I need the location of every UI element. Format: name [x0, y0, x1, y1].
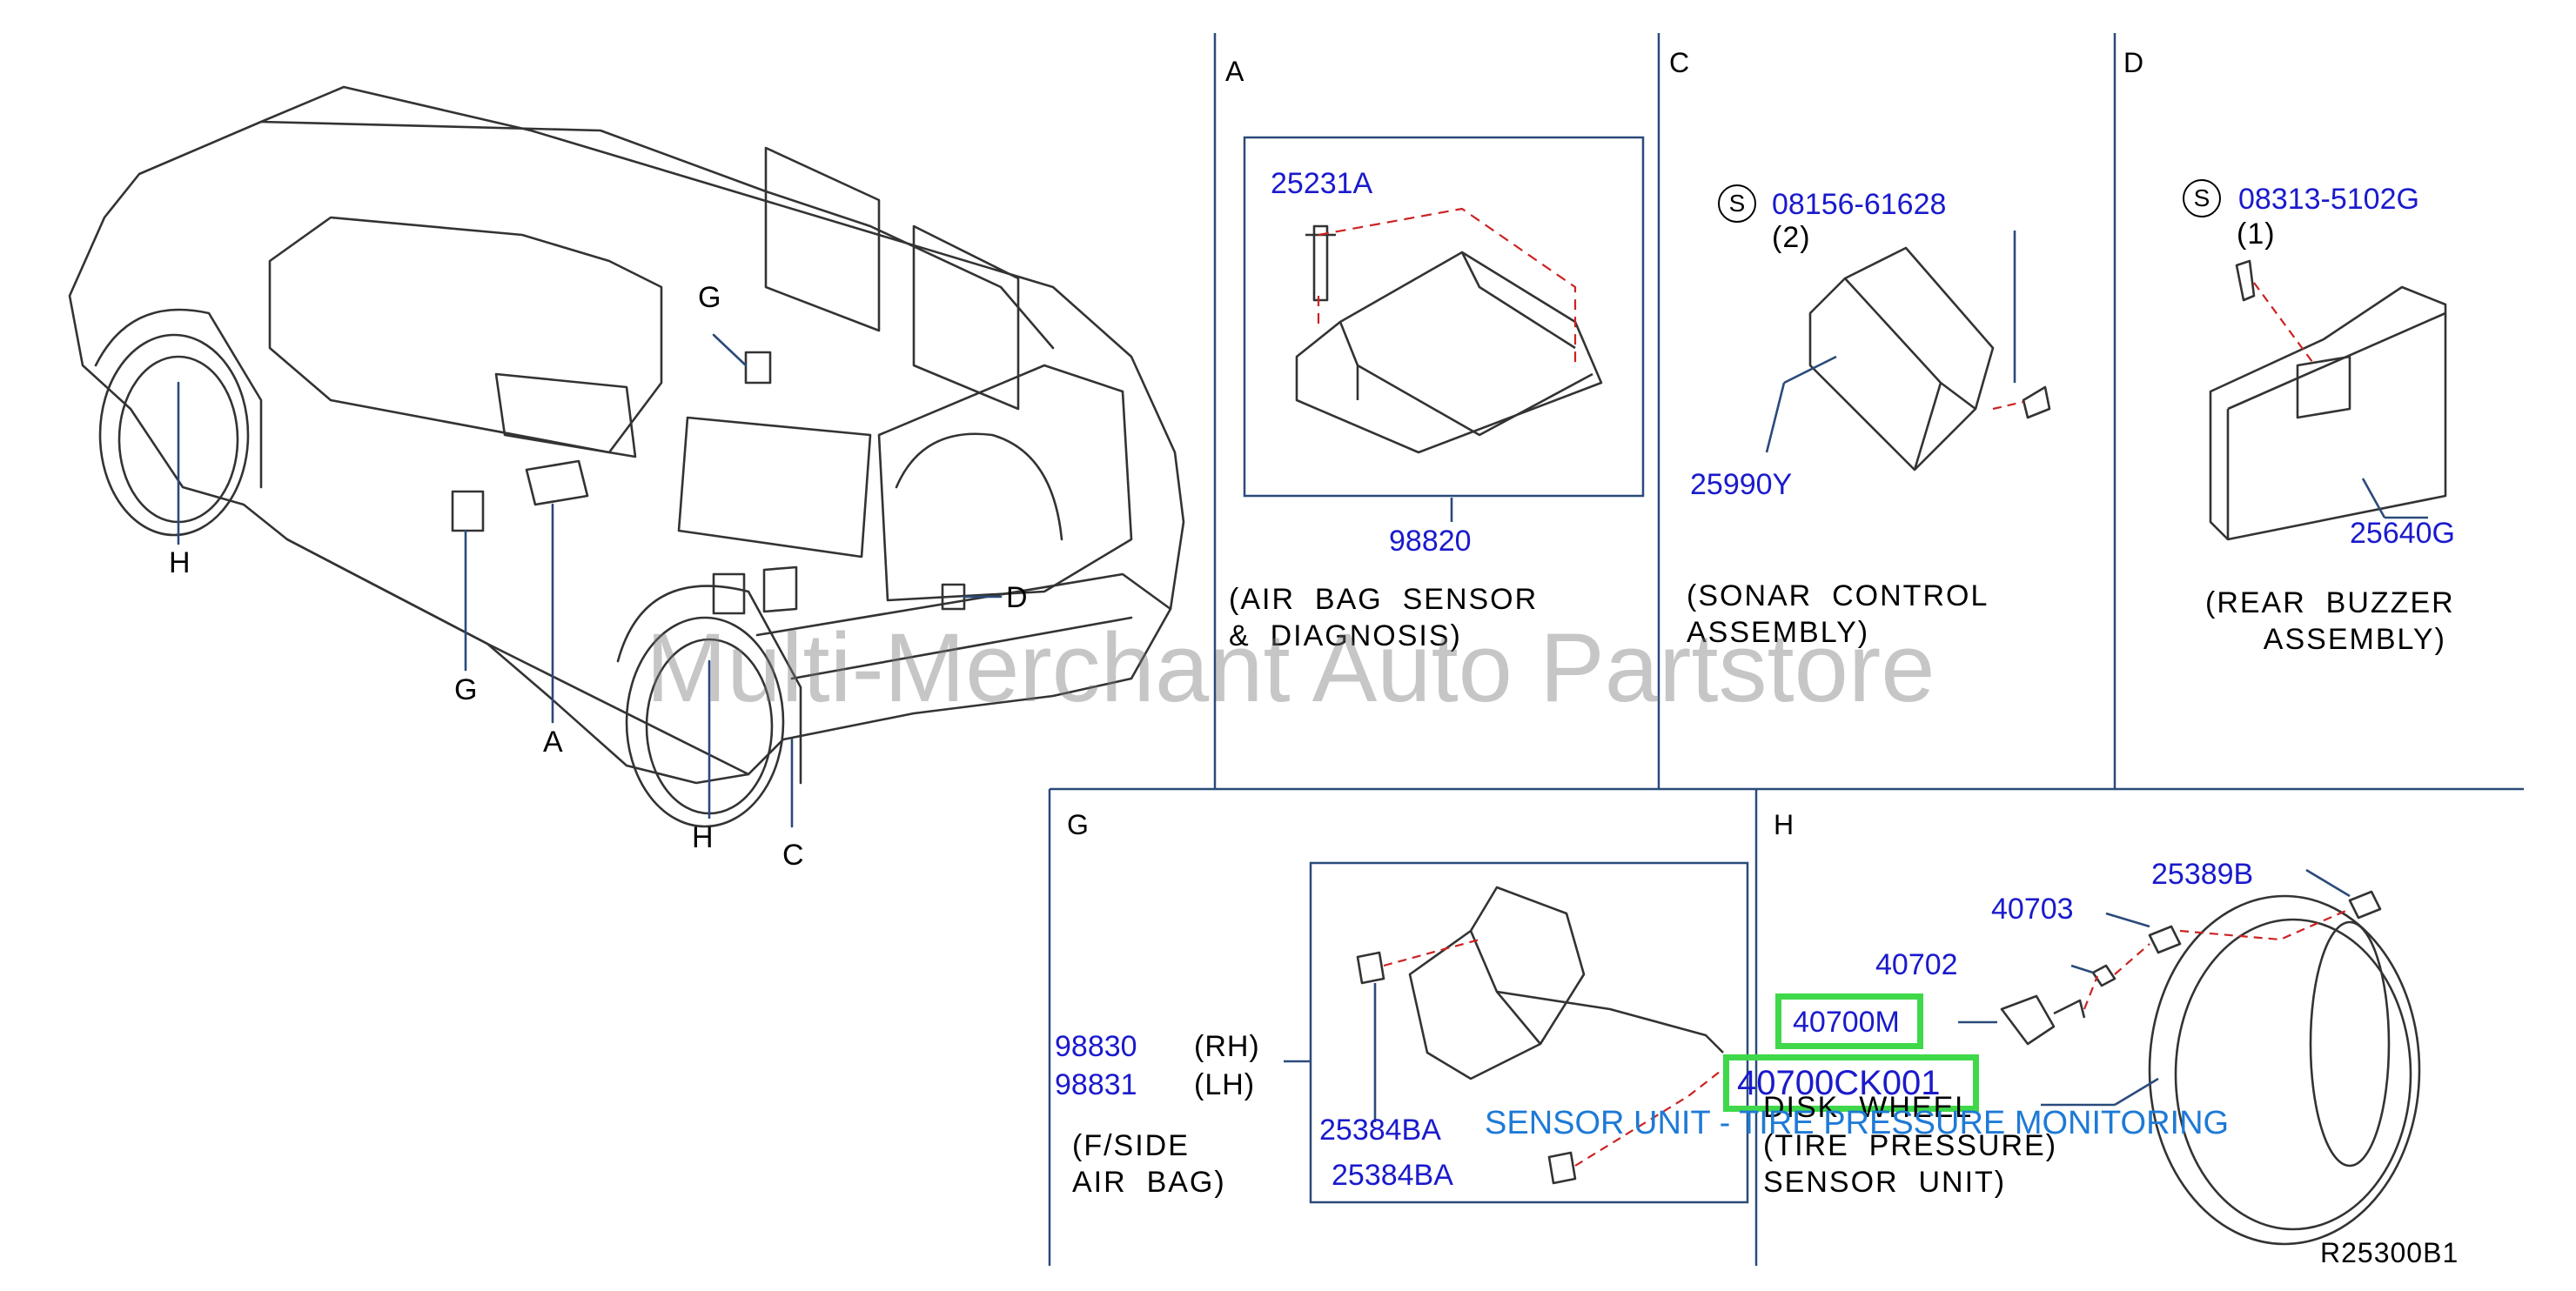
tire-pressure-drawing — [1958, 868, 2421, 1246]
car-label-h-front: H — [169, 546, 191, 579]
part-number-98820[interactable]: 98820 — [1389, 525, 1472, 558]
quantity-2: (2) — [1772, 221, 1811, 254]
sonar-control-description: (SONAR CONTROL ASSEMBLY) — [1687, 579, 1989, 649]
part-number-25990y[interactable]: 25990Y — [1690, 468, 1793, 501]
part-number-98830[interactable]: 98830 — [1055, 1030, 1137, 1063]
part-number-40703[interactable]: 40703 — [1991, 893, 2074, 926]
side-lh: (LH) — [1194, 1068, 1256, 1101]
part-number-25640g[interactable]: 25640G — [2350, 517, 2455, 550]
tire-pressure-description: (TIRE PRESSURE) SENSOR UNIT) — [1763, 1129, 2058, 1199]
panel-label-d: D — [2123, 47, 2144, 78]
rear-buzzer-drawing — [2209, 259, 2447, 541]
part-number-25384ba-lower[interactable]: 25384BA — [1332, 1159, 1453, 1192]
standard-part-symbol: S — [2183, 179, 2221, 217]
car-label-g-low: G — [454, 673, 479, 706]
car-label-g: G — [698, 281, 722, 314]
panel-label-a: A — [1225, 56, 1244, 87]
car-label-c: C — [782, 839, 805, 872]
part-number-40700ck001[interactable]: 40700CK001 — [1737, 1064, 1941, 1102]
airbag-sensor-box — [1243, 136, 1645, 498]
side-airbag-description: (F/SIDE AIR BAG) — [1072, 1129, 1226, 1199]
disk-wheel-label: DISK WHEEL — [1763, 1091, 1974, 1124]
side-airbag-drawing — [1284, 886, 1728, 1185]
vehicle-illustration — [68, 85, 1185, 828]
part-number-40702[interactable]: 40702 — [1875, 948, 1958, 981]
car-label-d: D — [1006, 581, 1029, 614]
diagram-code: R25300B1 — [2320, 1237, 2459, 1268]
side-airbag-box — [1309, 861, 1749, 1204]
part-number-98831[interactable]: 98831 — [1055, 1068, 1137, 1101]
sensor-unit-caption: SENSOR UNIT - TIRE PRESSURE MONITORING — [1485, 1105, 2230, 1141]
rear-buzzer-description: (REAR BUZZER ASSEMBLY) — [2205, 586, 2455, 656]
part-number-08313-5102g[interactable]: 08313-5102G — [2238, 183, 2419, 216]
watermark: Multi-Merchant Auto Partstore — [646, 613, 1935, 722]
standard-part-symbol: S — [1718, 184, 1756, 223]
part-number-25384ba-upper[interactable]: 25384BA — [1319, 1114, 1441, 1147]
panel-label-g: G — [1067, 809, 1089, 840]
part-number-40700m[interactable]: 40700M — [1793, 1006, 1900, 1039]
sonar-control-drawing — [1765, 231, 2051, 472]
airbag-sensor-drawing — [1295, 207, 1603, 522]
quantity-1: (1) — [2237, 217, 2276, 251]
car-label-h-rear: H — [692, 821, 714, 854]
part-number-25231a[interactable]: 25231A — [1271, 167, 1373, 200]
side-rh: (RH) — [1194, 1030, 1260, 1063]
panel-grid — [1048, 33, 2524, 1266]
airbag-sensor-description: (AIR BAG SENSOR & DIAGNOSIS) — [1229, 583, 1539, 652]
panel-label-h: H — [1774, 809, 1794, 840]
part-number-08156-61628[interactable]: 08156-61628 — [1772, 188, 1947, 221]
highlight-40700m — [1775, 993, 1923, 1049]
highlight-40700ck001 — [1723, 1054, 1979, 1112]
car-label-a: A — [543, 726, 564, 759]
panel-label-c: C — [1669, 47, 1690, 78]
part-number-25389b[interactable]: 25389B — [2151, 858, 2254, 891]
